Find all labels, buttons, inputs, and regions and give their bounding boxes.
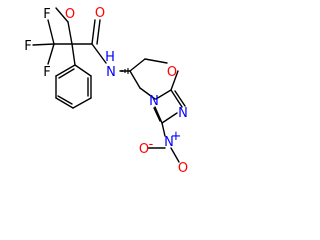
atom-f-left: F [24, 39, 31, 54]
atom-o-nitro-2: O [178, 161, 188, 176]
atom-n-ring-bottom: N [178, 106, 188, 121]
atom-o-nitro-1: O [139, 142, 149, 157]
atom-o-methoxy: O [65, 7, 75, 22]
stereo-hash-bond [121, 68, 129, 74]
molecule-diagram: F O O F F N H O N N N + O - O [24, 6, 188, 176]
atom-f-top: F [43, 7, 50, 22]
structure-drawing: F O O F F N H O N N N + O - O [24, 6, 188, 176]
atom-charge-minus: - [149, 137, 154, 152]
atom-n-ring-top: N [149, 94, 159, 109]
atom-o-ring: O [167, 65, 177, 80]
atom-o-carbonyl: O [95, 6, 105, 21]
atom-n-nitro: N [164, 135, 174, 150]
atom-f-bottom: F [43, 65, 50, 80]
atom-labels: F O O F F N H O N N N + O - O [24, 6, 188, 176]
atom-charge-plus: + [171, 129, 182, 144]
atom-n-amide: N [106, 65, 116, 80]
bonds [32, 7, 186, 163]
atom-h-amide: H [105, 50, 115, 65]
